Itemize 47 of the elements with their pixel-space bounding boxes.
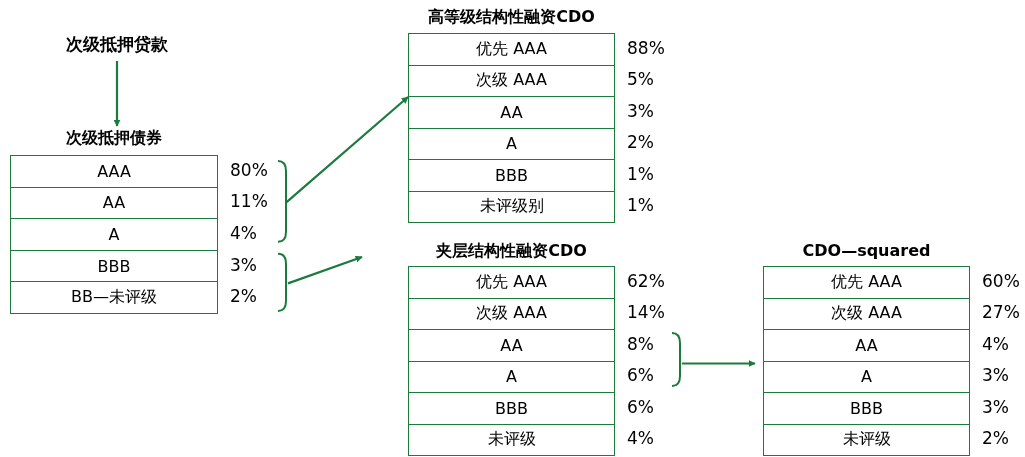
percentage-label: 60% (982, 270, 1020, 291)
heading-text: 次级抵押贷款 (45, 33, 189, 59)
rating-row: AAA (10, 155, 218, 188)
percentage-label: 8% (627, 333, 654, 354)
rating-row: BBB (763, 392, 970, 425)
rating-row: BBB (408, 159, 615, 192)
percentage-label: 3% (230, 254, 257, 275)
percentage-label: 14% (627, 302, 665, 323)
rating-row: 未评级 (408, 423, 615, 456)
percentage-label: 2% (230, 286, 257, 307)
percentage-label: 62% (627, 270, 665, 291)
percentage-label: 6% (627, 396, 654, 417)
percentage-label: 3% (627, 100, 654, 121)
rating-row: 优先 AAA (408, 266, 615, 299)
rating-row: AA (408, 329, 615, 362)
rating-row: AA (408, 96, 615, 129)
table-heading: CDO—squared (801, 240, 932, 262)
percentage-label: 1% (627, 195, 654, 216)
rating-row: AA (763, 329, 970, 362)
percentage-label: 6% (627, 365, 654, 386)
percentage-label: 4% (230, 223, 257, 243)
percentage-label: 80% (230, 159, 268, 180)
arrow (682, 360, 756, 367)
table-heading: 高等级结构性融资CDO (427, 6, 596, 28)
rating-row: BBB (408, 392, 615, 425)
arrow (287, 255, 363, 285)
percentage-label: 1% (627, 163, 654, 184)
percentage-label: 27% (982, 302, 1020, 323)
arrow (113, 61, 121, 127)
percentage-label: 5% (627, 69, 654, 90)
percentage-label: 2% (982, 428, 1009, 449)
rating-row: A (10, 218, 218, 251)
rating-row: 优先 AAA (408, 33, 615, 66)
percentage-label: 2% (627, 132, 654, 153)
percentage-label: 11% (230, 191, 268, 212)
rating-row: 未评级 (763, 423, 970, 456)
table-heading: 次级抵押债券 (65, 127, 163, 149)
table-heading: 夹层结构性融资CDO (435, 240, 588, 262)
percentage-label: 3% (982, 396, 1009, 417)
percentage-label: 4% (982, 333, 1009, 354)
percentage-label: 3% (982, 365, 1009, 386)
rating-row: 优先 AAA (763, 266, 970, 299)
arrow (285, 96, 409, 204)
rating-row: BB—未评级 (10, 281, 218, 314)
percentage-label: 4% (627, 428, 654, 449)
rating-row: 未评级别 (408, 190, 615, 223)
percentage-label: 88% (627, 37, 665, 58)
